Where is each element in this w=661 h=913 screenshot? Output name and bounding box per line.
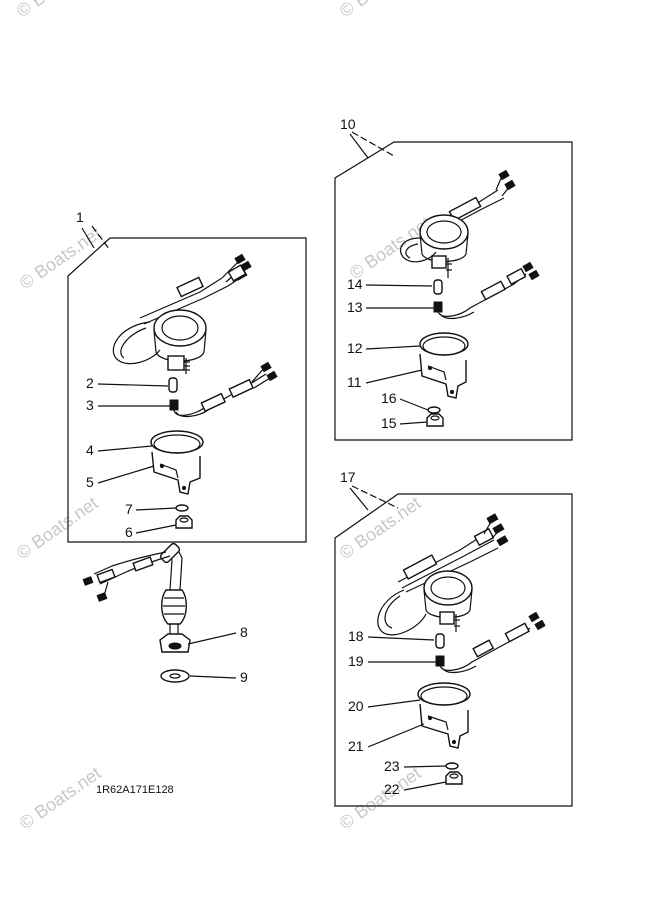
assembly-box-17	[334, 485, 573, 807]
assembly-box-1	[67, 225, 307, 543]
gauge-assembly-1	[112, 253, 252, 374]
watermark-left-1: © Boats.net	[16, 223, 105, 293]
callout-20: 20	[348, 698, 364, 714]
callout-2: 2	[86, 375, 94, 391]
bracket-11	[419, 353, 467, 399]
callout-5: 5	[86, 474, 94, 490]
bulb-18	[435, 633, 445, 649]
bulb-socket-3	[169, 361, 278, 418]
callout-21: 21	[348, 738, 364, 754]
assembly-box-10	[334, 131, 573, 441]
callout-7: 7	[125, 501, 133, 517]
callouts-group-10: 10 14 13 12 11 16 15	[340, 116, 434, 431]
watermark-top-right: © Boats.net	[336, 0, 425, 21]
nut-22	[445, 771, 463, 785]
diagram-code: 1R62A171E128	[96, 784, 174, 796]
callouts-group-17: 17 18 19 20 21 23 22	[340, 469, 447, 797]
bracket-5	[151, 451, 201, 495]
callouts-sender: 8 9	[187, 624, 248, 685]
washer-23	[445, 762, 459, 770]
bulb-2	[168, 377, 178, 393]
gauge-assembly-10	[399, 169, 516, 278]
callout-3: 3	[86, 397, 94, 413]
gauge-assembly-17	[377, 513, 509, 636]
callout-18: 18	[348, 628, 364, 644]
watermark-left-2: © Boats.net	[13, 493, 102, 563]
callout-6: 6	[125, 524, 133, 540]
callout-19: 19	[348, 653, 364, 669]
watermark-bottom-left: © Boats.net	[16, 763, 105, 833]
bulb-14	[433, 279, 443, 295]
nut-6	[175, 515, 193, 529]
watermark-bottom-right: © Boats.net	[336, 763, 425, 833]
washer-7	[175, 504, 189, 512]
callout-11: 11	[347, 374, 362, 390]
callouts-group-1: 1 2 3 4 5 7 6	[76, 209, 177, 540]
callout-8: 8	[240, 624, 248, 640]
sender-unit-8	[82, 542, 191, 653]
callout-16: 16	[381, 390, 397, 406]
bulb-socket-19	[435, 611, 546, 674]
callout-1: 1	[76, 209, 84, 225]
callout-14: 14	[347, 276, 363, 292]
gauge-ring-20	[417, 682, 471, 706]
watermark-top-left: © Boats.net	[13, 0, 102, 21]
watermarks: © Boats.net © Boats.net © Boats.net © Bo…	[13, 0, 435, 833]
gauge-ring-12	[419, 332, 469, 356]
bulb-socket-13	[433, 261, 540, 320]
callout-9: 9	[240, 669, 248, 685]
callout-13: 13	[347, 299, 363, 315]
callout-22: 22	[384, 781, 400, 797]
callout-10: 10	[340, 116, 356, 132]
callout-15: 15	[381, 415, 397, 431]
callout-12: 12	[347, 340, 363, 356]
gauge-ring-4	[150, 430, 204, 454]
washer-9	[160, 669, 190, 683]
washer-16	[427, 406, 441, 414]
nut-15	[426, 413, 444, 427]
bracket-21	[419, 703, 469, 749]
callout-23: 23	[384, 758, 400, 774]
callout-17: 17	[340, 469, 356, 485]
callout-4: 4	[86, 442, 94, 458]
